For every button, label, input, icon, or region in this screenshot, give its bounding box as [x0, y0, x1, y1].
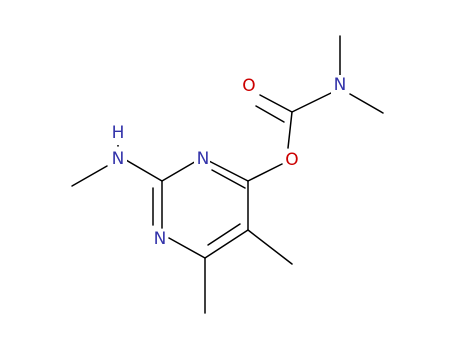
- bond-ccarb-ocarbonyl-double: [255, 105, 285, 123]
- atom-n-ring-top: N: [194, 149, 210, 170]
- atom-o-ester: O: [283, 150, 301, 172]
- bond-c4-oester: [247, 163, 283, 182]
- atom-labels: N N N H N O O: [109, 75, 349, 250]
- bond-c5-c6-double: [207, 223, 241, 246]
- atom-h-amine-label: H: [112, 123, 125, 143]
- atom-n-carbamate: N: [331, 75, 349, 97]
- atom-n-ring-bottom-label: N: [154, 229, 167, 249]
- bond-namine-methyl: [71, 165, 108, 187]
- bond-n3-c4-double: [211, 169, 246, 189]
- bond-c6-n1: [168, 237, 206, 259]
- bond-c2-n3: [161, 159, 199, 182]
- bonds: [71, 35, 384, 314]
- bond-c5-c6: [204, 229, 249, 259]
- bond-c5-methyl: [247, 229, 293, 265]
- atom-o-carbonyl-label: O: [242, 76, 255, 96]
- bond-ccarb-ocarbonyl: [259, 94, 293, 113]
- atom-h-amine: H: [109, 123, 127, 145]
- atom-o-ester-label: O: [285, 150, 298, 170]
- atom-n-amine-label: N: [112, 149, 125, 169]
- atom-n-carbamate-label: N: [334, 75, 347, 95]
- bond-ncarb-methyl-right: [349, 93, 384, 114]
- bond-ccarb-ncarb: [291, 92, 332, 113]
- atom-n-ring-bottom: N: [152, 229, 168, 250]
- bond-oester-ccarb: [287, 111, 293, 149]
- bond-n3-c4: [206, 159, 249, 182]
- atom-n-ring-top-label: N: [197, 149, 210, 169]
- atom-n-amine: N: [109, 149, 127, 171]
- bond-c2-namine: [125, 159, 163, 182]
- atom-o-carbonyl: O: [240, 76, 258, 98]
